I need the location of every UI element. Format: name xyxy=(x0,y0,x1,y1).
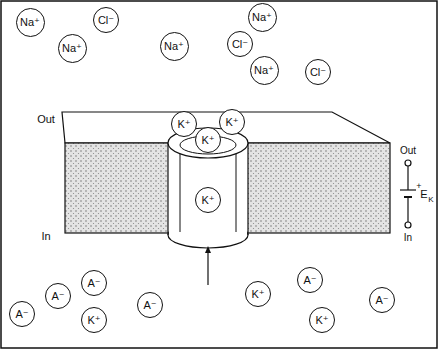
ion-circle: K⁺ xyxy=(195,127,221,153)
ion-label: Cl⁻ xyxy=(98,15,114,26)
flow-arrow xyxy=(207,252,208,285)
ion-circle: Cl⁻ xyxy=(93,7,119,33)
ion-circle: K⁺ xyxy=(219,109,245,135)
ion-label: A⁻ xyxy=(15,309,28,320)
ion-label: K⁺ xyxy=(201,135,214,146)
ion-label: Cl⁻ xyxy=(232,39,248,50)
ion-circle: A⁻ xyxy=(369,287,395,313)
ion-label: K⁺ xyxy=(315,315,328,326)
ion-label: A⁻ xyxy=(303,275,316,286)
ion-label: Na⁺ xyxy=(20,17,40,28)
ion-circle: A⁻ xyxy=(297,267,323,293)
ion-circle: A⁻ xyxy=(137,292,163,318)
ion-label: Cl⁻ xyxy=(310,67,326,78)
ion-circle: K⁺ xyxy=(81,307,107,333)
ion-circle: A⁻ xyxy=(81,270,107,296)
ion-label: Na⁺ xyxy=(252,12,272,23)
side-label: Out xyxy=(37,114,55,125)
ion-label: A⁻ xyxy=(51,291,64,302)
battery-label: K xyxy=(428,196,433,204)
ion-label: K⁺ xyxy=(177,119,190,130)
ion-circle: Na⁺ xyxy=(250,56,279,85)
ion-label: Na⁺ xyxy=(254,65,274,76)
ion-label: A⁻ xyxy=(143,300,156,311)
ion-circle: Na⁺ xyxy=(58,34,87,63)
ion-circle: A⁻ xyxy=(9,301,35,327)
ion-circle: Na⁺ xyxy=(248,3,277,32)
ion-label: K⁺ xyxy=(201,195,214,206)
ion-circle: Na⁺ xyxy=(16,8,45,37)
ion-circle: Cl⁻ xyxy=(227,31,253,57)
ion-label: K⁺ xyxy=(225,117,238,128)
side-label: Out xyxy=(400,146,416,156)
ion-circle: Cl⁻ xyxy=(305,59,331,85)
battery-label: E xyxy=(420,189,427,200)
ion-label: K⁺ xyxy=(87,315,100,326)
side-label: In xyxy=(404,233,412,243)
side-label: In xyxy=(41,231,50,242)
ion-label: K⁺ xyxy=(251,289,264,300)
battery-symbol xyxy=(400,160,416,228)
ion-circle: K⁺ xyxy=(245,281,271,307)
ion-label: A⁻ xyxy=(375,295,388,306)
ion-circle: A⁻ xyxy=(45,283,71,309)
ion-circle: K⁺ xyxy=(171,111,197,137)
ion-label: A⁻ xyxy=(87,278,100,289)
ion-label: Na⁺ xyxy=(164,41,184,52)
ion-circle: Na⁺ xyxy=(160,32,189,61)
ion-circle: K⁺ xyxy=(195,187,221,213)
ion-label: Na⁺ xyxy=(62,43,82,54)
ion-circle: K⁺ xyxy=(309,307,335,333)
